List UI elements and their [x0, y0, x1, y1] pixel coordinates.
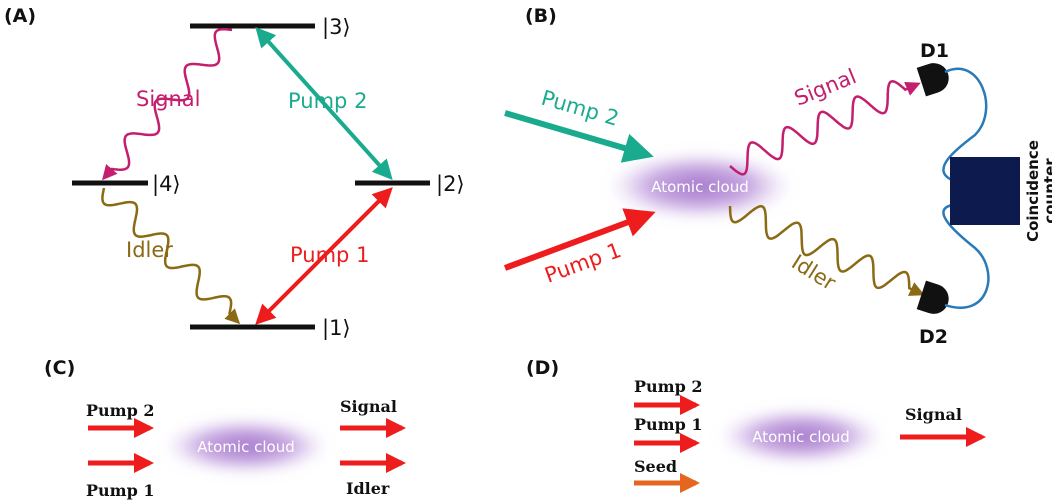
pump1-label-d: Pump 1 — [634, 415, 702, 434]
coincidence-label-line1: Coincidence — [1024, 140, 1042, 242]
panel-b-label: (B) — [525, 5, 557, 27]
pump1-label-b: Pump 1 — [542, 238, 625, 288]
detector-d1-label: D1 — [920, 40, 949, 62]
level-3-label: |3⟩ — [322, 15, 351, 40]
idler-photon-wave-b — [728, 204, 925, 296]
pump2-transition-arrow — [255, 27, 393, 180]
signal-label-c: Signal — [340, 397, 397, 416]
detector-d2-icon — [916, 280, 949, 314]
level-2-label: |2⟩ — [436, 172, 465, 197]
pump1-label-a: Pump 1 — [290, 243, 369, 267]
panel-c-label: (C) — [44, 357, 75, 379]
pump2-label-c: Pump 2 — [86, 401, 154, 420]
pump2-beam-b — [504, 110, 654, 163]
panel-a-label: (A) — [4, 5, 36, 27]
pump2-label-d: Pump 2 — [634, 377, 702, 396]
idler-photon-wave-a — [101, 187, 241, 325]
panel-a: (A) |3⟩ |4⟩ |2⟩ |1⟩ Pump 1 Pump 2 Signal… — [4, 5, 465, 341]
pump1-label-c: Pump 1 — [86, 481, 154, 500]
detector-d1-icon — [916, 63, 949, 97]
signal-label-d: Signal — [905, 405, 962, 424]
level-1-label: |1⟩ — [322, 316, 351, 341]
coincidence-label-line2: counter — [1041, 158, 1052, 224]
atomic-cloud-d — [719, 408, 883, 464]
atomic-cloud-label-c: Atomic cloud — [197, 438, 294, 456]
level-4-label: |4⟩ — [152, 172, 181, 197]
coincidence-counter-box — [950, 157, 1020, 225]
atomic-cloud-label-b: Atomic cloud — [651, 178, 748, 196]
panel-d: (D) Atomic cloud Pump 2 Pump 1 Seed Sign… — [526, 357, 986, 493]
pump1-transition-arrow — [255, 187, 393, 325]
idler-label-a: Idler — [126, 238, 173, 262]
signal-label-b: Signal — [791, 64, 860, 110]
fiber-d1-to-counter — [942, 67, 988, 182]
fiber-d2-to-counter — [942, 203, 990, 309]
idler-label-b: Idler — [787, 250, 840, 295]
panel-d-label: (D) — [526, 357, 559, 379]
signal-label-a: Signal — [136, 87, 201, 111]
pump2-label-a: Pump 2 — [288, 89, 367, 113]
pump1-beam-b — [503, 208, 656, 271]
atomic-cloud-label-d: Atomic cloud — [752, 428, 849, 446]
seed-label-d: Seed — [634, 457, 677, 476]
panel-b: (B) Atomic cloud Pump 2 Pump 1 Signal Id… — [503, 5, 1052, 348]
detector-d2-label: D2 — [919, 326, 948, 348]
signal-photon-wave-a — [102, 27, 233, 181]
panel-c: (C) Atomic cloud Pump 2 Pump 1 Signal Id… — [44, 357, 406, 500]
atomic-cloud-c — [164, 418, 328, 474]
signal-photon-wave-b — [729, 80, 921, 176]
idler-label-c: Idler — [346, 479, 390, 498]
